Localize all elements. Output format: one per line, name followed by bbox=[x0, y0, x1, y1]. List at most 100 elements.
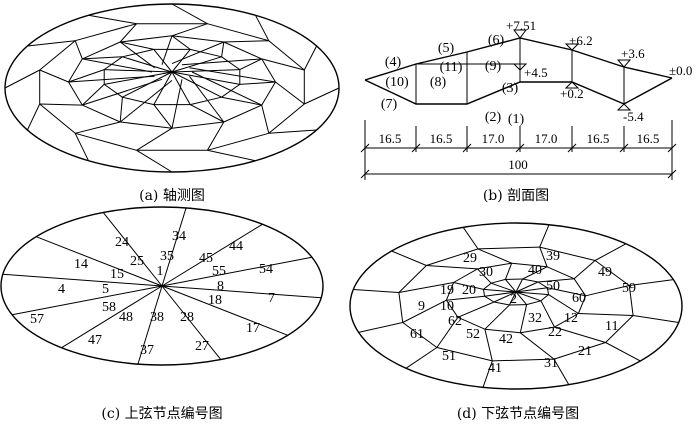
member-label-8: (8) bbox=[430, 75, 447, 90]
panel-a-outer-ring bbox=[4, 3, 340, 173]
lattice-member bbox=[628, 285, 634, 316]
member-label-1: (1) bbox=[508, 112, 525, 127]
lattice-member bbox=[484, 328, 521, 334]
dimension-tick bbox=[360, 169, 370, 179]
node-label: 52 bbox=[466, 327, 480, 342]
lattice-member bbox=[605, 315, 634, 343]
lattice-member bbox=[483, 289, 485, 297]
lattice-member bbox=[207, 132, 269, 151]
panel-a-caption: (a) 轴测图 bbox=[139, 188, 205, 204]
node-label: 19 bbox=[440, 283, 454, 298]
lattice-member bbox=[153, 104, 173, 129]
node-label: 62 bbox=[448, 314, 462, 329]
lattice-member bbox=[484, 291, 517, 297]
node-label: 29 bbox=[463, 251, 477, 266]
lattice-member bbox=[104, 69, 173, 73]
lattice-member bbox=[261, 81, 276, 106]
lattice-member bbox=[398, 265, 427, 293]
lattice-member bbox=[515, 278, 524, 293]
lattice-member bbox=[436, 347, 493, 362]
radial-member bbox=[102, 212, 163, 287]
lattice-member bbox=[221, 96, 262, 106]
lattice-member bbox=[398, 282, 454, 293]
node-label: 1 bbox=[157, 264, 164, 279]
node-label: 27 bbox=[195, 339, 209, 354]
lattice-member bbox=[483, 282, 492, 290]
dimension-tick bbox=[667, 143, 677, 153]
member-label-9: (9) bbox=[485, 59, 502, 74]
lattice-member bbox=[577, 295, 587, 314]
lattice-member bbox=[462, 227, 479, 250]
lattice-member bbox=[119, 97, 123, 123]
node-label: 5 bbox=[102, 282, 109, 297]
node-label: 10 bbox=[440, 299, 454, 314]
node-label: 48 bbox=[119, 310, 133, 325]
node-label: 20 bbox=[462, 283, 476, 298]
lattice-member bbox=[633, 315, 679, 323]
node-label: 4 bbox=[58, 282, 65, 297]
lattice-member bbox=[275, 81, 305, 105]
member-label-5: (5) bbox=[438, 41, 455, 56]
lattice-member bbox=[594, 260, 630, 286]
lattice-member bbox=[515, 291, 549, 296]
radial-member bbox=[161, 256, 312, 287]
lattice-member bbox=[539, 246, 548, 267]
lattice-member bbox=[547, 287, 586, 297]
lattice-member bbox=[573, 278, 587, 297]
lattice-member bbox=[522, 266, 548, 280]
lattice-member bbox=[189, 67, 276, 83]
span-label: 16.5 bbox=[379, 131, 402, 146]
lattice-member bbox=[484, 295, 495, 303]
member-label-10: (10) bbox=[385, 75, 409, 90]
panel-b-caption: (b) 剖面图 bbox=[483, 188, 549, 204]
lattice-member bbox=[171, 121, 224, 129]
radial-member bbox=[161, 285, 288, 336]
radial-member bbox=[137, 285, 163, 365]
lattice-member bbox=[520, 326, 555, 334]
span-label: 16.5 bbox=[637, 131, 660, 146]
dimension-tick bbox=[667, 169, 677, 179]
node-label: 30 bbox=[479, 265, 493, 280]
lattice-member bbox=[161, 35, 173, 65]
lattice-member bbox=[181, 58, 262, 66]
lattice-member bbox=[122, 56, 173, 73]
lattice-member bbox=[402, 322, 438, 348]
node-label: 9 bbox=[418, 299, 425, 314]
node-label: 14 bbox=[74, 257, 88, 272]
lattice-member bbox=[554, 313, 579, 328]
lattice-member bbox=[303, 45, 318, 71]
lattice-member bbox=[504, 263, 513, 280]
panel-b-section: (1) (2) (3) (4) (5) (6) (7) (8) (9) (10)… bbox=[360, 18, 692, 204]
member-label-4: (4) bbox=[385, 55, 402, 70]
lattice-member bbox=[74, 40, 83, 60]
lattice-member bbox=[426, 248, 479, 266]
lattice-member bbox=[171, 49, 191, 73]
lattice-member bbox=[120, 35, 173, 43]
node-label: 17 bbox=[246, 321, 260, 336]
elevation-marker bbox=[564, 43, 580, 51]
panel-d-outer-ring bbox=[349, 222, 683, 390]
lattice-member bbox=[74, 133, 89, 161]
elevation-marker bbox=[513, 29, 527, 39]
node-label: 61 bbox=[410, 327, 424, 342]
elevation-label: +7.51 bbox=[506, 18, 536, 33]
lattice-member bbox=[75, 132, 137, 151]
node-label: 45 bbox=[199, 251, 213, 266]
lattice-member bbox=[605, 342, 641, 362]
lattice-member bbox=[119, 41, 155, 69]
lattice-member bbox=[522, 278, 539, 283]
lattice-member bbox=[505, 279, 517, 293]
node-label: 55 bbox=[212, 264, 226, 279]
lattice-member bbox=[39, 103, 76, 134]
lattice-member bbox=[526, 300, 542, 306]
lattice-member bbox=[477, 268, 492, 284]
panel-a-axonometric: (a) 轴测图 bbox=[4, 3, 340, 204]
radial-member bbox=[161, 207, 187, 287]
panel-d-lattice bbox=[353, 224, 679, 388]
node-label: 7 bbox=[268, 291, 275, 306]
lattice-member bbox=[4, 69, 40, 89]
member-label-3: (3) bbox=[502, 81, 519, 96]
lattice-member bbox=[537, 278, 575, 283]
lattice-member bbox=[82, 56, 123, 60]
elevation-marker bbox=[616, 59, 632, 68]
